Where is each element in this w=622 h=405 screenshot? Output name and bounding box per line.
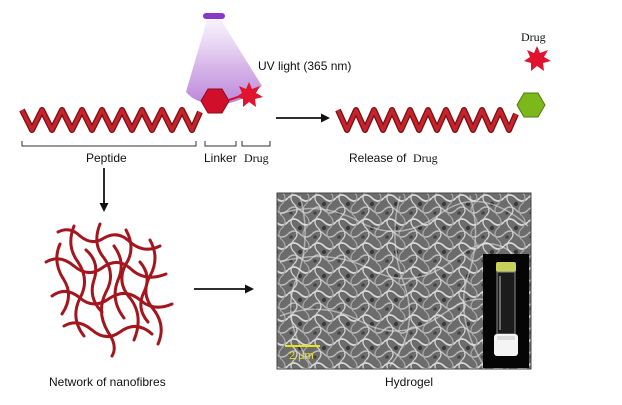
release-arrow [276,113,330,123]
drug-bracket [241,141,271,147]
release-drug-label: Drug [413,151,438,165]
released-peptide-helix [335,107,519,133]
nanofibre-network [44,222,174,358]
scale-bar-label: 2 μm [289,350,314,362]
drug-star-icon [236,82,263,107]
vial-photo-inset [483,254,529,368]
linker-label: Linker [204,151,237,165]
drug-top-label: Drug [521,30,546,44]
gelation-arrow [194,284,254,294]
peptide-label: Peptide [86,151,127,165]
free-drug-star-icon [524,46,551,71]
uv-light-label: UV light (365 nm) [258,59,351,73]
release-of-label: Release of [349,151,407,165]
released-linker-hexagon-icon [516,92,546,118]
hydrogel-label: Hydrogel [385,375,433,389]
drug-label: Drug [244,151,269,165]
assembly-arrow [99,168,109,212]
uv-beam [186,20,262,105]
peptide-helix [19,107,203,133]
linker-hexagon-icon [200,88,230,114]
peptide-bracket [21,141,197,147]
uv-lamp-icon [203,13,225,19]
linker-bracket [204,141,237,147]
network-label: Network of nanofibres [49,375,166,389]
